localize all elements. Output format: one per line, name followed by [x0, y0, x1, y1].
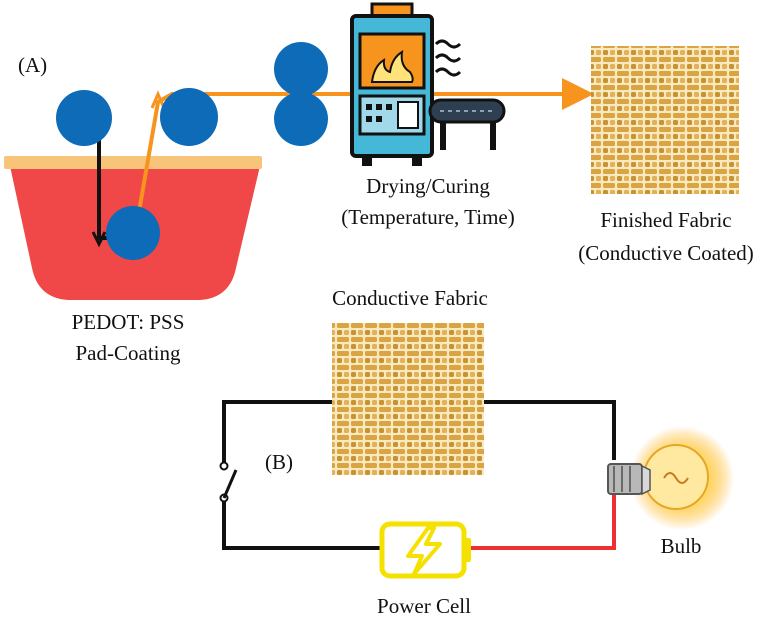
exit-roller — [160, 88, 218, 146]
bath-rim — [4, 156, 262, 169]
heat-waves-icon — [434, 39, 462, 77]
switch-icon — [219, 461, 238, 503]
dryer-oven-icon — [350, 2, 506, 166]
dip-roller — [106, 206, 160, 260]
nip-roller-top — [274, 42, 328, 96]
nip-roller-bottom — [274, 92, 328, 146]
finished-fabric-label-line1: Finished Fabric — [600, 208, 731, 232]
power-cell-label: Power Cell — [377, 594, 471, 618]
panel-a-tag: (A) — [18, 53, 47, 77]
bulb-label: Bulb — [661, 534, 702, 558]
conductive-fabric-label: Conductive Fabric — [332, 286, 488, 310]
dryer-label-line2: (Temperature, Time) — [341, 205, 515, 229]
panel-b-tag: (B) — [265, 450, 293, 474]
light-bulb-icon — [607, 426, 734, 530]
dryer-label-line1: Drying/Curing — [366, 174, 490, 198]
dip-arrowhead — [91, 231, 107, 248]
conductive-fabric-swatch — [332, 323, 484, 475]
battery-icon — [379, 521, 471, 579]
finished-fabric-swatch — [591, 46, 739, 194]
entry-roller — [56, 90, 112, 146]
bath-label-line1: PEDOT: PSS — [72, 310, 185, 334]
bath-label-line2: Pad-Coating — [76, 341, 181, 365]
circuit-wires — [222, 400, 616, 550]
finished-fabric-label-line2: (Conductive Coated) — [578, 241, 754, 265]
